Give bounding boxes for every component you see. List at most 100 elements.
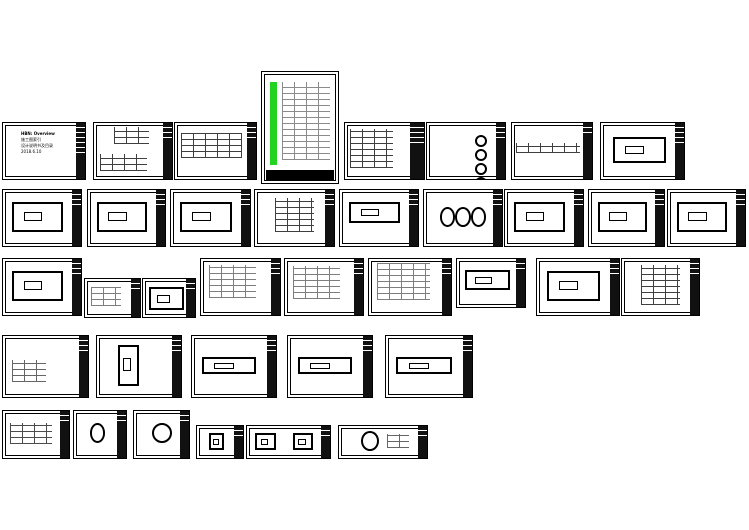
title-block (117, 411, 126, 458)
title-block (247, 123, 256, 179)
cover-brand: HBN: Overview (21, 131, 55, 136)
drawing-sheet-31[interactable] (385, 335, 473, 398)
table-lines (349, 128, 394, 168)
title-block (496, 123, 505, 179)
detail-lines (387, 434, 410, 449)
title-block (442, 259, 451, 315)
highlight-column (270, 82, 277, 165)
floor-plan (514, 202, 566, 232)
title-block (321, 426, 330, 458)
title-block (72, 259, 81, 315)
drawing-sheet-18[interactable] (2, 258, 82, 316)
drawing-sheet-8[interactable] (600, 122, 685, 180)
title-block (418, 426, 427, 458)
drawing-sheet-23[interactable] (368, 258, 452, 316)
detail-outline (255, 433, 276, 450)
sheet-frame (429, 125, 503, 177)
title-block (60, 411, 69, 458)
detail-circle (89, 423, 106, 444)
drawing-sheet-21[interactable] (200, 258, 281, 316)
drawing-sheet-35[interactable] (196, 425, 244, 459)
drawing-sheet-16[interactable] (588, 189, 665, 247)
section-outline (118, 345, 139, 386)
detail-lines (90, 286, 121, 306)
cover-title-line2: 设计说明书及目录 (21, 143, 53, 148)
title-block (72, 190, 81, 246)
drawing-sheet-15[interactable] (504, 189, 584, 247)
title-block (583, 123, 592, 179)
drawing-sheet-26[interactable] (621, 258, 700, 316)
detail-lines (11, 360, 46, 382)
wiring-lines (377, 263, 431, 300)
index-table-lines (282, 82, 330, 160)
floor-plan (546, 271, 601, 301)
floor-plan (396, 357, 452, 374)
logo-mark (475, 135, 488, 179)
sheet-frame (341, 428, 425, 456)
drawing-sheet-5[interactable] (344, 122, 425, 180)
title-block (516, 259, 525, 307)
drawing-sheet-29[interactable] (191, 335, 277, 398)
title-block (163, 123, 172, 179)
drawing-sheet-25[interactable] (536, 258, 620, 316)
drawing-sheet-30[interactable] (287, 335, 373, 398)
floor-plan (349, 202, 401, 224)
sheet-frame (264, 74, 336, 181)
drawing-sheet-6[interactable] (426, 122, 506, 180)
drawing-sheet-2[interactable] (93, 122, 173, 180)
title-block (410, 123, 424, 179)
title-block (655, 190, 664, 246)
title-block (267, 336, 276, 397)
floor-plan (12, 271, 64, 301)
section-outline (298, 357, 353, 374)
detail-circle (361, 431, 379, 452)
drawing-sheet-28[interactable] (96, 335, 182, 398)
drawing-sheet-27[interactable] (2, 335, 89, 398)
detail-outline (292, 433, 314, 450)
title-block (736, 190, 745, 246)
floor-plan (12, 202, 64, 232)
table-lines (113, 127, 149, 145)
drawing-sheet-33[interactable] (73, 410, 127, 459)
drawing-sheet-10[interactable] (87, 189, 166, 247)
drawing-sheet-17[interactable] (667, 189, 746, 247)
detail-outline (465, 269, 510, 291)
schedule-grid (274, 198, 315, 232)
drawing-sheet-24[interactable] (456, 258, 526, 308)
drawing-sheet-index[interactable] (261, 71, 339, 184)
drawing-sheet-cover[interactable]: HBN: Overview 施工图索引 设计说明书及目录 2018.6.10 (2, 122, 86, 180)
cover-title-line1: 施工图索引 (21, 137, 41, 142)
title-block (675, 123, 684, 179)
drawing-sheet-20[interactable] (142, 278, 196, 318)
drawing-sheet-9[interactable] (2, 189, 82, 247)
title-block (354, 259, 363, 315)
drawing-sheet-19[interactable] (84, 278, 141, 318)
title-block (186, 279, 195, 317)
title-block (180, 411, 189, 458)
drawing-sheet-3[interactable] (174, 122, 257, 180)
title-block (690, 259, 699, 315)
drawing-sheet-34[interactable] (133, 410, 190, 459)
detail-lines (9, 422, 53, 444)
title-block-bar (266, 170, 334, 180)
drawing-sheet-13[interactable] (339, 189, 419, 247)
table-lines (100, 153, 148, 171)
drawing-sheet-37[interactable] (338, 425, 428, 459)
floor-plan (598, 202, 647, 232)
title-block (574, 190, 583, 246)
floor-plan (677, 202, 728, 232)
drawing-sheet-32[interactable] (2, 410, 70, 459)
drawing-sheet-36[interactable] (246, 425, 331, 459)
title-block (325, 190, 334, 246)
title-block (493, 190, 502, 246)
schedule-grid (641, 264, 680, 305)
drawing-sheet-7[interactable] (511, 122, 593, 180)
drawing-sheet-12[interactable] (254, 189, 335, 247)
drawing-sheet-22[interactable] (284, 258, 364, 316)
title-block (271, 259, 280, 315)
drawing-sheet-14[interactable] (423, 189, 503, 247)
drawing-sheet-11[interactable] (170, 189, 251, 247)
title-block (241, 190, 250, 246)
title-block (172, 336, 181, 397)
table-lines (516, 142, 580, 153)
